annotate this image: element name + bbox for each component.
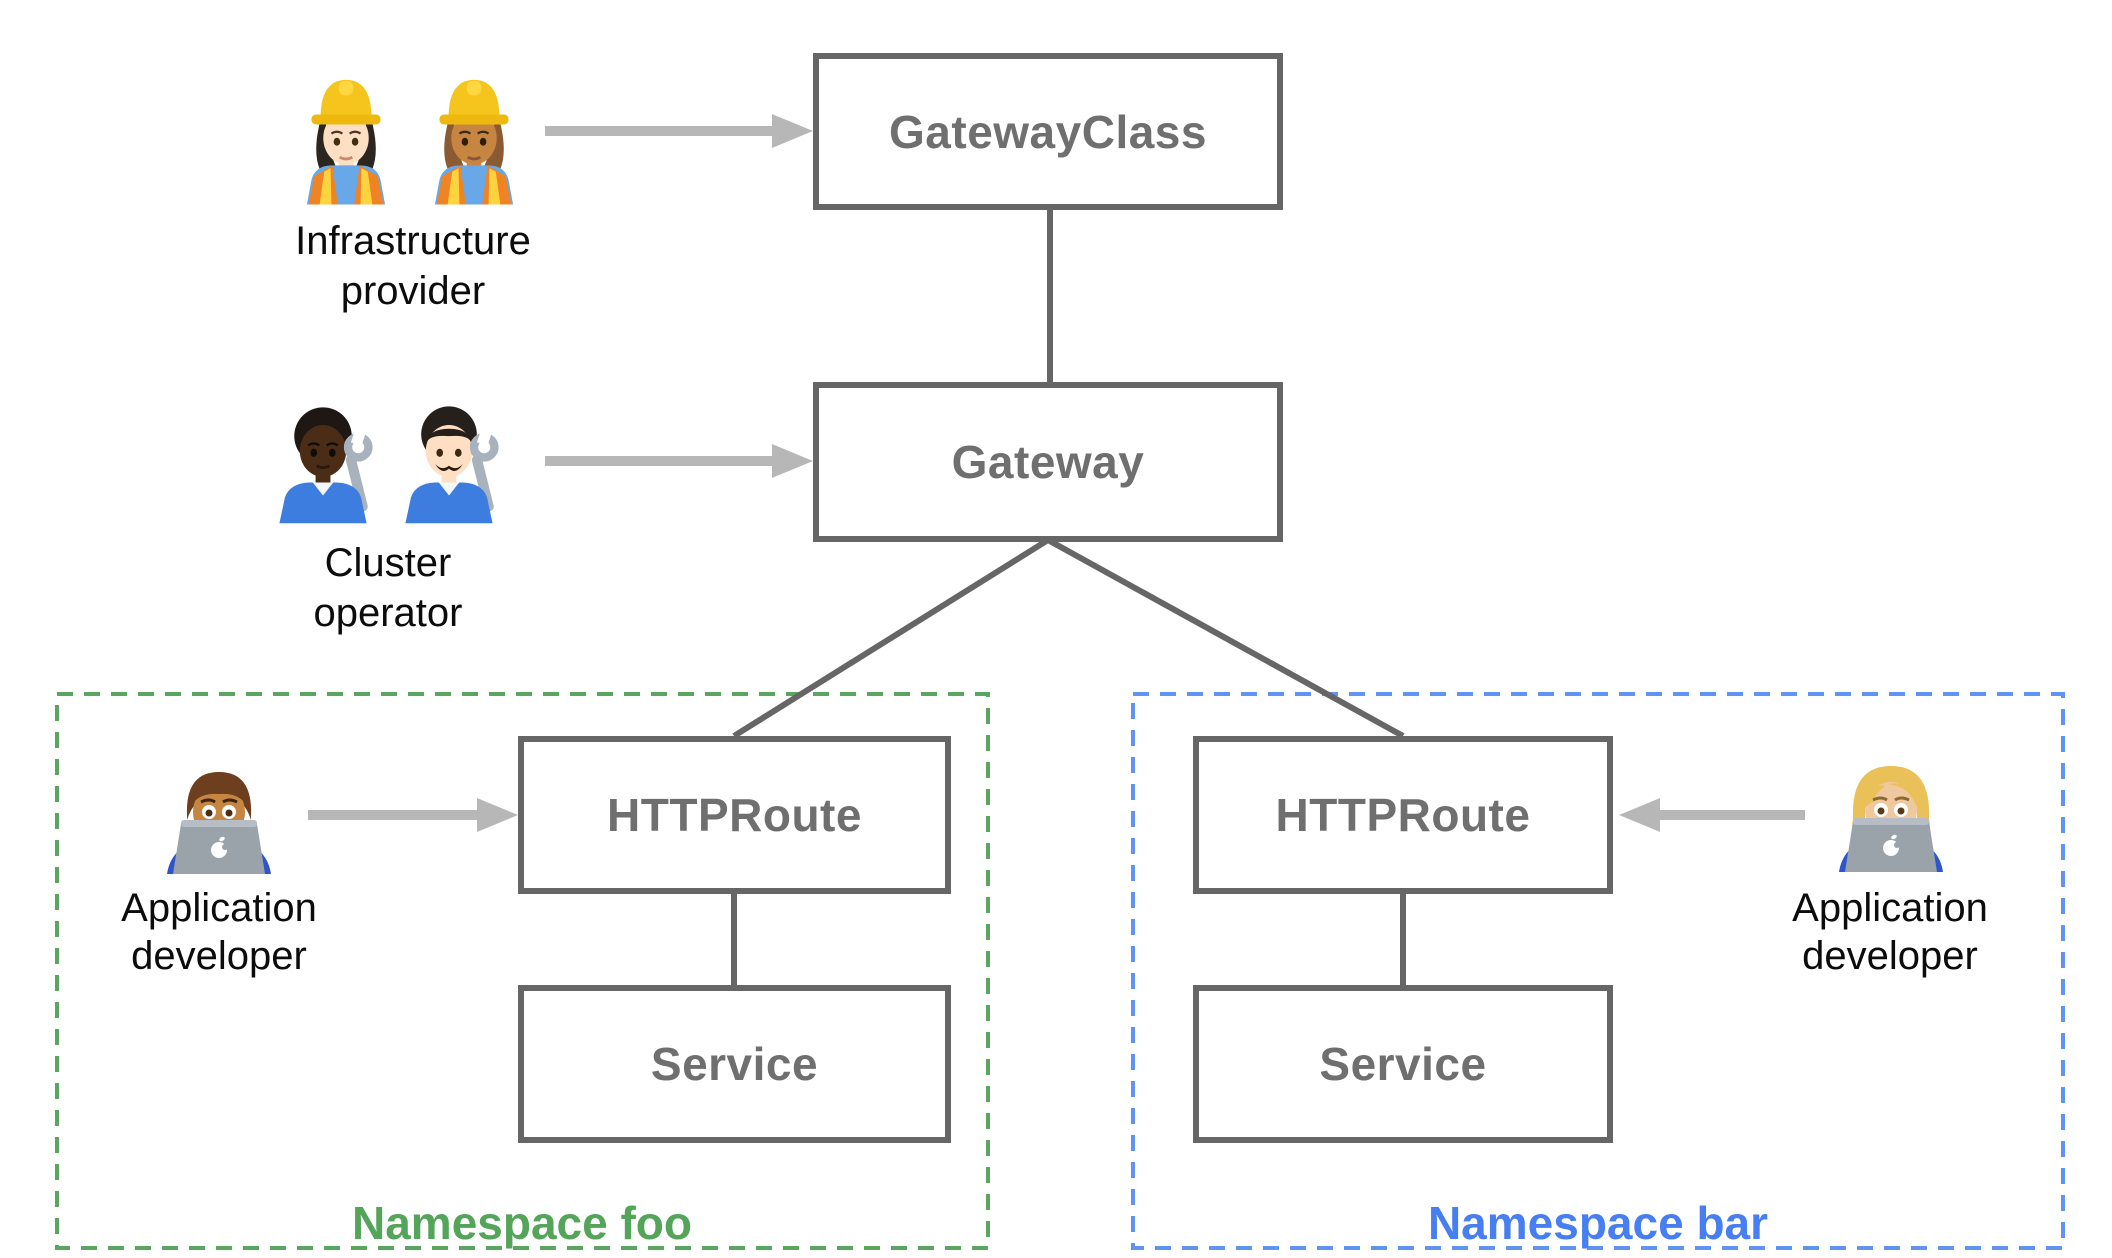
mechanic-dark-skin-icon (279, 407, 373, 524)
application-developer-bar-icon-group (1835, 758, 1947, 872)
connector-gateway-httproute-foo (732, 537, 1050, 739)
httproute-bar-label: HTTPRoute (1275, 789, 1531, 841)
arrow-app-developer-to-httproute-foo (308, 798, 518, 832)
cluster-operator-label-line2: operator (313, 591, 463, 635)
service-foo-label: Service (650, 1038, 819, 1090)
application-developer-foo-label: Application developer (19, 884, 419, 980)
man-mechanic-light-skin-icon (405, 406, 499, 524)
httproute-foo-label: HTTPRoute (607, 789, 862, 841)
application-developer-bar-label: Application developer (1690, 884, 2090, 980)
cluster-operator-label-line1: Cluster (324, 541, 452, 585)
httproute-bar-box: HTTPRoute (1193, 736, 1613, 894)
woman-technologist-icon (1839, 766, 1943, 872)
gatewayclass-label: GatewayClass (889, 105, 1207, 158)
woman-construction-worker-light-skin-icon (306, 79, 386, 205)
application-developer-foo-label-line1: Application (121, 886, 317, 930)
infrastructure-provider-label-line1: Infrastructure (295, 219, 531, 263)
cluster-operator-label: Cluster operator (188, 538, 588, 638)
service-foo-box: Service (518, 985, 951, 1143)
application-developer-bar-label-line2: developer (1802, 934, 1978, 978)
arrow-app-developer-to-httproute-bar (1619, 798, 1805, 832)
namespace-foo-label: Namespace foo (351, 1197, 692, 1249)
woman-construction-worker-medium-skin-icon (434, 79, 514, 205)
gatewayclass-box: GatewayClass (813, 53, 1283, 210)
arrow-infrastructure-provider-to-gatewayclass (545, 114, 813, 148)
httproute-foo-box: HTTPRoute (518, 736, 951, 894)
infrastructure-provider-label: Infrastructure provider (213, 216, 613, 316)
application-developer-bar-label-line1: Application (1792, 886, 1988, 930)
namespace-foo-boundary (55, 692, 990, 1250)
service-bar-label: Service (1319, 1038, 1487, 1090)
gateway-box: Gateway (813, 382, 1283, 542)
namespace-bar-label: Namespace bar (1427, 1197, 1769, 1249)
cluster-operator-icons (272, 400, 500, 526)
infrastructure-provider-icons (296, 58, 524, 210)
connector-gateway-httproute-bar (1046, 537, 1405, 739)
gateway-label: Gateway (951, 436, 1145, 488)
service-bar-box: Service (1193, 985, 1613, 1143)
arrow-cluster-operator-to-gateway (545, 444, 813, 478)
application-developer-foo-icon-group (163, 760, 275, 874)
namespace-bar-boundary (1131, 692, 2065, 1250)
infrastructure-provider-label-line2: provider (340, 269, 486, 313)
man-technologist-icon (167, 772, 271, 874)
application-developer-foo-label-line2: developer (131, 934, 307, 978)
